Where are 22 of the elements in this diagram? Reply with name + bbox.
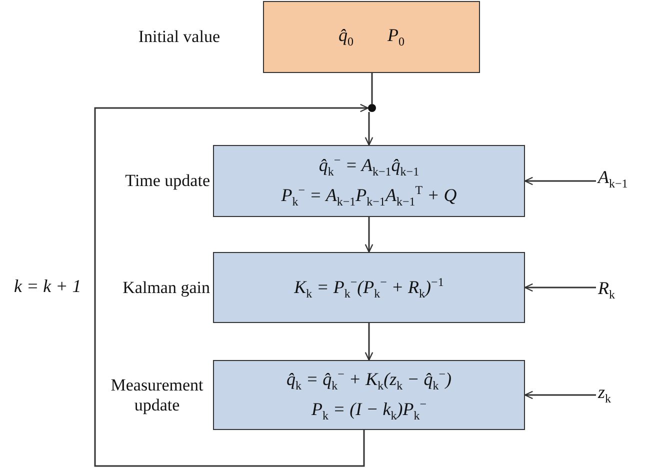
connector-line	[371, 73, 373, 104]
arrow	[364, 217, 374, 253]
input-variable: R$_{k}$	[598, 278, 638, 302]
formula: P$_{0}$	[388, 25, 404, 49]
formula: P$_{k}$$^{−}$ = A$_{k−1}$P$_{k−1}$A$_{k−1}$$^{T}$ + Q	[281, 183, 457, 209]
formula: q̂$_{k}$ = q̂$_{k}$$^{−}$ + K$_{k}$(z$_{k}$ − q̂$_{k}$$^{−}$)	[286, 367, 452, 393]
step-label: Kalman gain	[122, 278, 210, 298]
step-label: Initial value	[138, 27, 220, 47]
arrow	[524, 283, 596, 292]
arrow	[364, 112, 374, 146]
step-label: Time update	[125, 171, 210, 191]
arrow	[94, 104, 369, 467]
junction-dot	[368, 104, 376, 112]
arrow	[524, 176, 596, 186]
formula: q̂$_{0}$	[338, 25, 354, 49]
input-variable: A$_{k−1}$	[598, 167, 648, 191]
arrow	[524, 390, 596, 400]
formula: q̂$_{k}$$^{−}$ = A$_{k−1}$q̂$_{k−1}$	[318, 153, 420, 179]
step-label: Measurement update	[110, 375, 204, 415]
arrow	[364, 323, 374, 361]
formula: K$_{k}$ = P$_{k}$$^{−}$(P$_{k}$$^{−}$ + R$_{k}$)$^{−1}$	[294, 274, 444, 300]
input-variable: z$_{k}$	[598, 382, 638, 406]
